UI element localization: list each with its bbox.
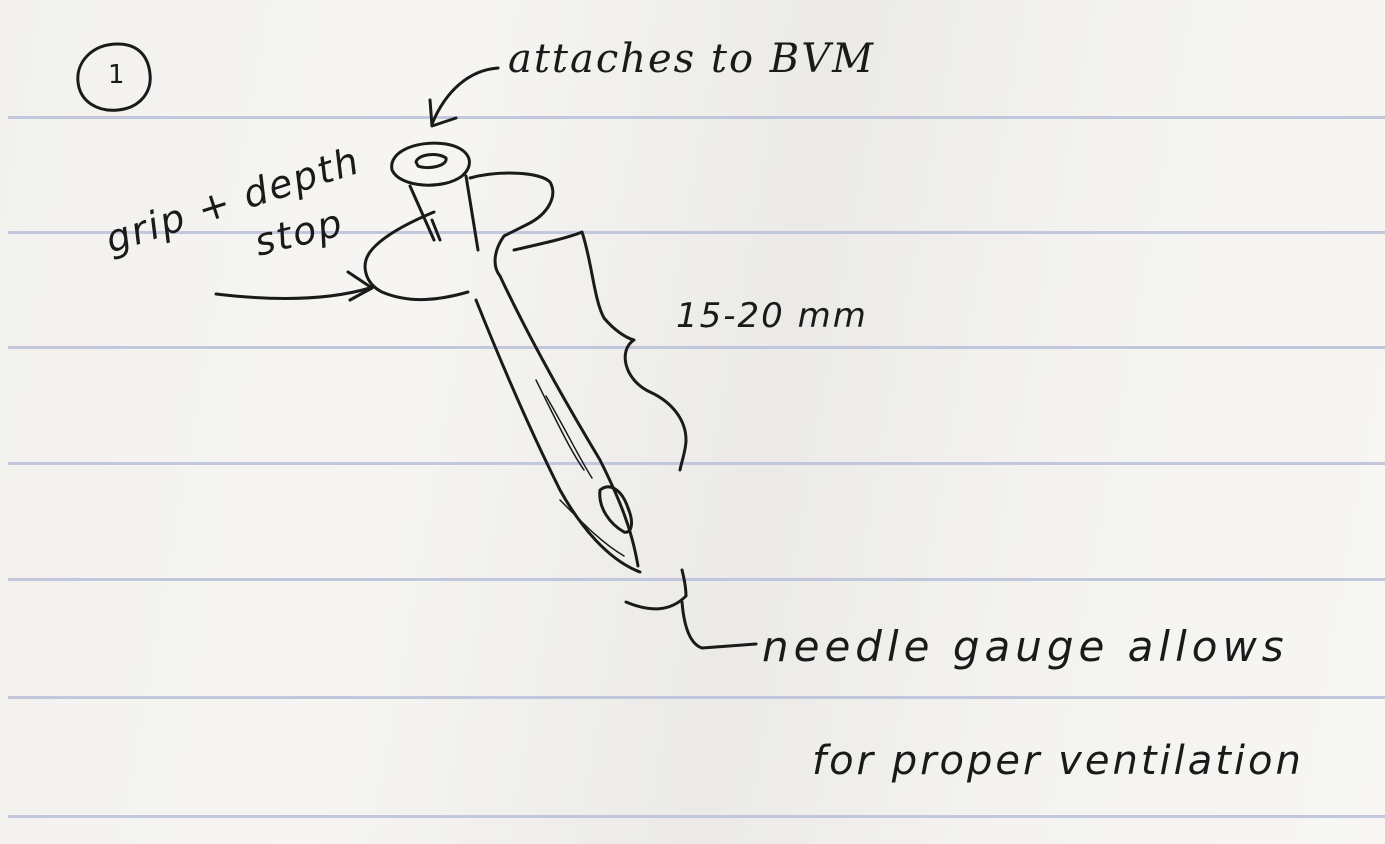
gauge-bracket bbox=[626, 570, 686, 609]
length-label: 15-20 mm bbox=[676, 296, 868, 336]
grip-arrow-icon bbox=[216, 288, 370, 299]
length-bracket bbox=[514, 232, 686, 470]
attaches-arrow-icon bbox=[432, 68, 498, 124]
step-number: 1 bbox=[108, 60, 127, 90]
needle-shaft bbox=[476, 300, 640, 572]
needle-gauge-label-line2: for proper ventilation bbox=[812, 738, 1304, 784]
needle-gauge-label-line1: needle gauge allows bbox=[762, 622, 1289, 671]
attaches-label: attaches to BVM bbox=[508, 36, 875, 82]
grip-flange bbox=[470, 173, 553, 276]
connector-top bbox=[392, 143, 470, 185]
